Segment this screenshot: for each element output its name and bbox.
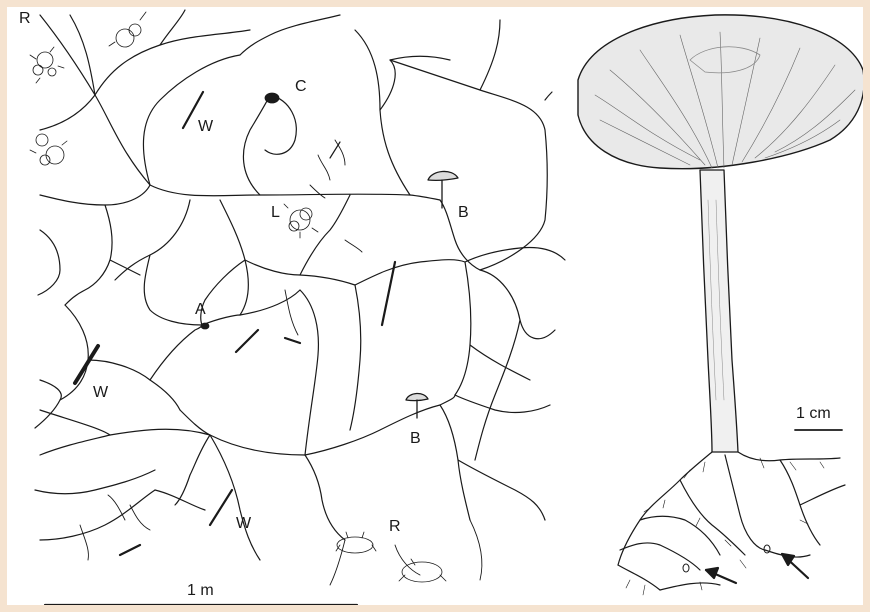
sclerotium-2	[764, 545, 770, 553]
cluster-a	[201, 323, 209, 329]
label-c: C	[295, 79, 307, 95]
origin-arrows	[706, 554, 808, 583]
label-b-lower: B	[410, 431, 421, 447]
label-w-left: W	[93, 385, 108, 401]
cluster-r-lower	[336, 532, 446, 582]
cluster-c	[265, 93, 279, 103]
small-mushroom-upper	[428, 171, 458, 208]
scale-label-1m: 1 m	[187, 583, 214, 599]
label-a: A	[195, 302, 206, 318]
scale-label-1cm: 1 cm	[796, 406, 831, 422]
label-r-top: R	[19, 11, 31, 27]
cluster-r-left	[30, 134, 67, 165]
mushroom-stipe	[700, 170, 738, 452]
label-b-upper: B	[458, 205, 469, 221]
figure-drawing	[7, 7, 863, 605]
label-w-upper: W	[198, 119, 213, 135]
label-l: L	[271, 205, 280, 221]
cluster-r-top2	[109, 12, 146, 47]
figure-panel: R C W L B A W B W R 1 m 1 cm	[7, 7, 863, 605]
cluster-r-top	[30, 47, 64, 83]
root-fine-hairs	[626, 458, 824, 595]
label-r-lower: R	[389, 519, 401, 535]
fine-rootlets	[80, 140, 482, 585]
sclerotium-1	[683, 564, 689, 572]
small-mushroom-lower	[406, 393, 428, 418]
cluster-l	[284, 204, 318, 238]
mushroom-illustration	[578, 15, 863, 595]
label-w-lower: W	[236, 516, 251, 532]
wood-fragments	[75, 92, 395, 555]
mushroom-root-system	[618, 452, 845, 590]
